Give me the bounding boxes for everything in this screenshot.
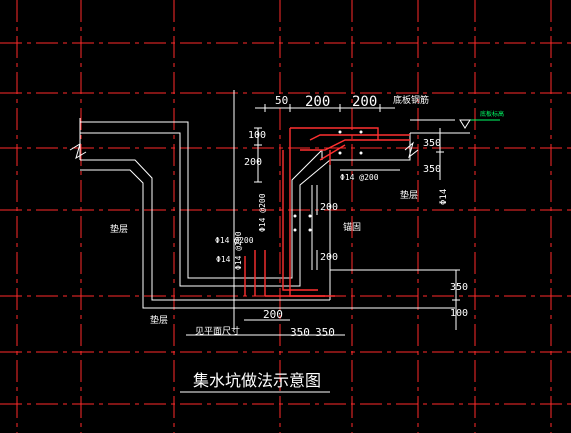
label-phi14-a: Φ14 @200 xyxy=(340,173,379,182)
label-phi14-b: Φ14 @200 xyxy=(215,236,254,245)
dim-right-350-mid: 350 xyxy=(423,164,441,175)
label-cushion-right: 垫层 xyxy=(400,189,418,201)
dim-top-200-b: 200 xyxy=(352,94,377,110)
label-cushion-bottom: 垫层 xyxy=(150,314,168,326)
dim-right-100: 100 xyxy=(450,308,468,319)
rebar-lines xyxy=(244,127,410,297)
label-phi14-c: Φ14 @200 xyxy=(258,193,267,232)
dim-right-350-low: 350 xyxy=(450,282,468,293)
dim-mid-200-v2: 200 xyxy=(320,252,338,263)
label-phi14-d: Φ14 @200 xyxy=(234,231,243,270)
dim-bottom-350-a: 350 xyxy=(290,326,310,339)
dim-bottom-200: 200 xyxy=(263,308,283,321)
dim-mid-200-v: 200 xyxy=(320,202,338,213)
text-layer: 50 200 200 100 200 350 350 350 100 200 2… xyxy=(110,94,504,390)
label-elevation: 底板标高 xyxy=(480,110,504,118)
label-va: Φ14 xyxy=(439,189,449,205)
elevation-triangle xyxy=(459,119,471,129)
label-h: Φ14 xyxy=(216,255,231,264)
dim-right-350-top: 350 xyxy=(423,138,441,149)
label-cushion-left: 垫层 xyxy=(110,223,128,235)
dimension-lines xyxy=(180,90,460,393)
dim-top-200-a: 200 xyxy=(305,94,330,110)
rebar-dots xyxy=(293,130,363,232)
pit-structure xyxy=(69,118,470,309)
dim-left-100: 100 xyxy=(248,130,266,141)
dim-top-50: 50 xyxy=(275,94,288,107)
drawing-title: 集水坑做法示意图 xyxy=(193,371,321,390)
label-bottom-rebar: 底板钢筋 xyxy=(393,94,429,106)
dim-left-200: 200 xyxy=(244,157,262,168)
label-anchor: 锚固 xyxy=(343,221,361,233)
dim-bottom-text: 见平面尺寸 xyxy=(195,325,240,337)
dim-bottom-350-b: 350 xyxy=(315,326,335,339)
